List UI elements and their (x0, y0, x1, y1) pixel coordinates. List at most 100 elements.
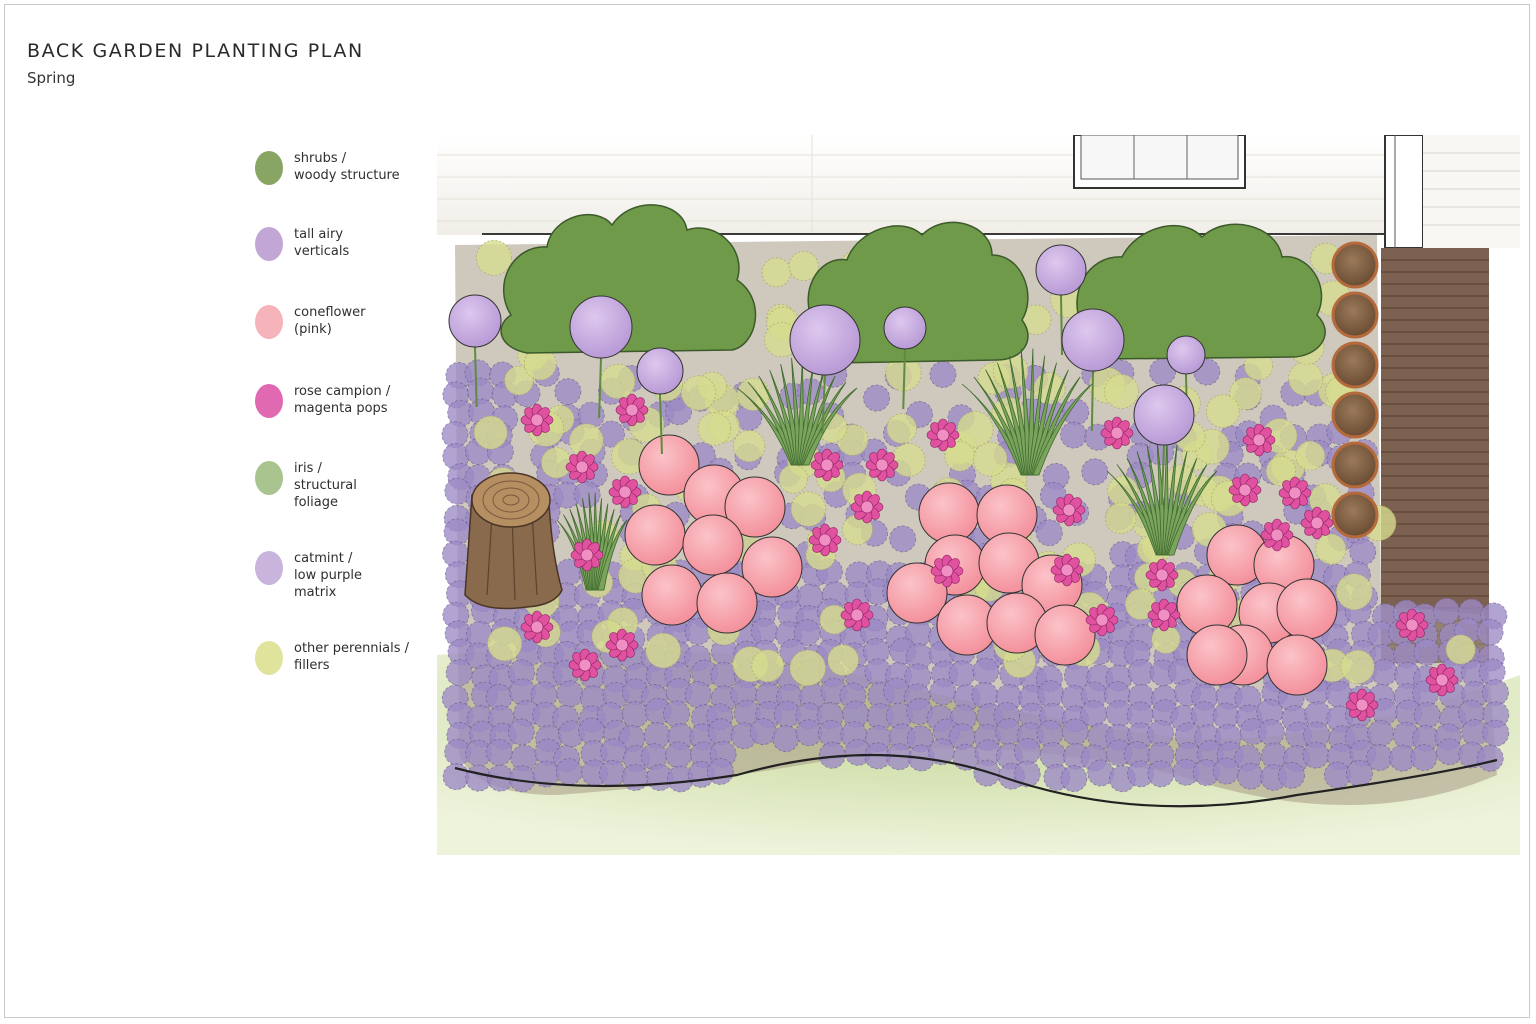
catmint-plant (1410, 744, 1438, 771)
filler-plant (751, 649, 785, 683)
shrub-left (500, 204, 757, 354)
filler-plant (1335, 573, 1373, 611)
catmint-plant (555, 758, 583, 785)
filler-swatch-icon (255, 641, 283, 675)
terracotta-pot (1331, 391, 1379, 439)
coneflower-bloom (1176, 574, 1238, 636)
rose-campion-plant (570, 538, 604, 572)
allium-plant (1133, 384, 1195, 506)
filler-plant (1445, 634, 1476, 665)
filler-plant (487, 626, 523, 662)
rose-campion-plant (568, 648, 602, 682)
iris-leaf (802, 387, 858, 466)
catmint-plant (929, 361, 957, 388)
filler-plant (733, 429, 766, 463)
allium-plant (1035, 244, 1087, 356)
coneflower-bloom (638, 434, 700, 496)
legend-label: rose campion / magenta pops (294, 384, 391, 416)
allium-layer (448, 244, 1206, 506)
catmint-plant (1436, 738, 1463, 766)
rose-campion-plant (520, 610, 554, 644)
shrub-right (1075, 223, 1326, 360)
allium-plant (569, 295, 633, 419)
coneflower-plant (1186, 624, 1248, 686)
filler-plant (764, 322, 800, 358)
catmint-plant (1257, 719, 1285, 746)
catmint-plant (1349, 538, 1377, 566)
allium-plant (448, 294, 502, 408)
catmint-plant (1237, 762, 1264, 790)
flower-center (1405, 618, 1419, 632)
legend-item-tall-airy: tall airy verticals (255, 226, 349, 261)
flower-center (1270, 528, 1284, 542)
catmint-plant (772, 725, 800, 752)
catmint-plant (948, 660, 976, 688)
coneflower-bloom (741, 536, 803, 598)
filler-plant (1020, 304, 1052, 335)
title-block: BACK GARDEN PLANTING PLAN Spring (27, 40, 364, 87)
iris-leaf (597, 519, 628, 591)
catmint-plant (1413, 701, 1441, 729)
catmint-plant (1212, 757, 1240, 785)
flower-center (818, 533, 832, 547)
catmint-plant (973, 759, 1001, 787)
iris-clump (961, 348, 1093, 476)
coneflower-plant (724, 476, 786, 538)
catmint-plant (929, 678, 957, 706)
coneflower-layer (624, 434, 1338, 696)
filler-plant (1205, 394, 1240, 429)
terracotta-pot (1331, 291, 1379, 339)
rose-campion-layer (520, 393, 1459, 722)
coneflower-plant (696, 572, 758, 634)
coneflower-plant (624, 504, 686, 566)
catmint-plant (663, 700, 690, 728)
deck (1381, 248, 1489, 663)
rose-campion-plant (1050, 553, 1084, 587)
coneflower-plant (886, 562, 948, 624)
flower-center (875, 458, 889, 472)
rose-campion-plant (930, 554, 964, 588)
coneflower-plant (638, 434, 700, 496)
allium-stem (1060, 294, 1064, 356)
filler-plant (540, 447, 573, 479)
coneflower-bloom (886, 562, 948, 624)
filler-plant (475, 239, 512, 276)
catmint-plant (507, 718, 535, 746)
terracotta-pot (1331, 341, 1379, 389)
window (1073, 135, 1246, 189)
legend-label: coneflower (pink) (294, 305, 366, 337)
filler-plant (1243, 351, 1274, 381)
filler-plant (827, 644, 859, 676)
catmint-plant (1367, 719, 1394, 747)
rose-campion-plant (865, 448, 899, 482)
catmint-plant (1345, 759, 1373, 787)
coneflower-bloom (918, 482, 980, 544)
filler-plant (680, 375, 717, 411)
flower-center (575, 460, 589, 474)
rose-campion-plant (840, 598, 874, 632)
filler-plant (1340, 649, 1375, 684)
flower-center (820, 458, 834, 472)
coneflower-plant (1266, 634, 1328, 696)
page-frame (4, 4, 1530, 1018)
allium-bloom (1133, 384, 1195, 446)
flower-center (578, 658, 592, 672)
legend-label: catmint / low purple matrix (294, 551, 363, 600)
coneflower-bloom (696, 572, 758, 634)
filler-plant (886, 413, 917, 444)
catmint-plant (1013, 760, 1041, 788)
legend-label: tall airy verticals (294, 227, 350, 259)
rose-campion-plant (1260, 518, 1294, 552)
rose-campion-plant (808, 523, 842, 557)
allium-plant (636, 347, 684, 455)
catmint-plant (1081, 458, 1109, 486)
coneflower-plant (918, 482, 980, 544)
catmint-plant (1061, 718, 1089, 746)
filler-plant (789, 649, 826, 687)
filler-plant (761, 257, 792, 288)
rose-campion-plant (1147, 598, 1181, 632)
catmint-plant (1060, 765, 1088, 792)
catmint-plant (684, 681, 712, 708)
allium-bloom (1166, 335, 1206, 375)
iris-clump (1106, 438, 1218, 556)
